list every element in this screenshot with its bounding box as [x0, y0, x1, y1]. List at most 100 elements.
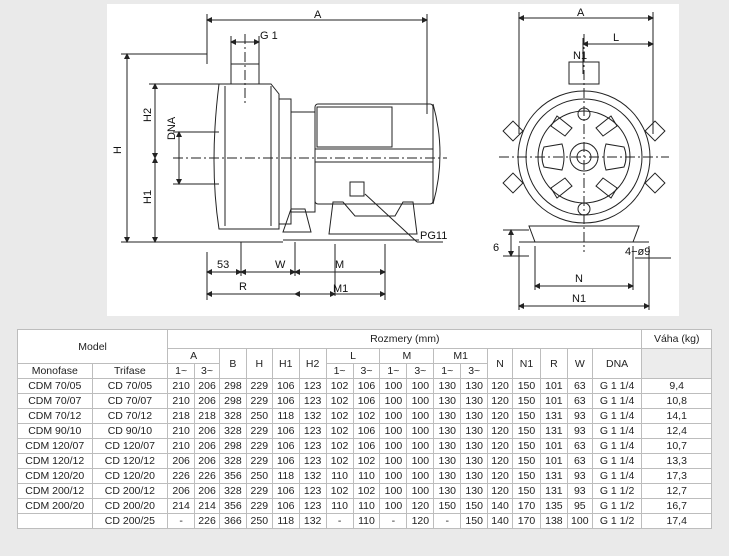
cell-dimension: 106: [352, 423, 381, 439]
cell-dimension: 150: [460, 498, 489, 514]
cell-trifase: CD 70/07: [91, 393, 169, 409]
cell-dimension: 130: [433, 393, 462, 409]
cell-weight: 12,7: [641, 483, 712, 499]
cell-trifase: CD 120/20: [91, 468, 169, 484]
cell-dimension: 150: [511, 453, 541, 469]
cell-monofase: CDM 70/12: [17, 408, 93, 424]
cell-monofase: CDM 200/12: [17, 483, 93, 499]
cell-dimension: 229: [245, 483, 273, 499]
cell-dimension: 130: [460, 378, 489, 394]
cell-dimension: 170: [511, 498, 541, 514]
header-m1-1ph: 1~: [433, 363, 462, 379]
cell-dimension: 106: [352, 438, 381, 454]
header-m: M: [379, 348, 435, 364]
front-label-a: A: [577, 7, 585, 19]
cell-dimension: 131: [539, 468, 568, 484]
cell-dimension: 218: [194, 408, 220, 424]
cell-dimension: 132: [298, 513, 327, 529]
cell-dimension: 100: [379, 498, 408, 514]
header-l-1ph: 1~: [325, 363, 354, 379]
cell-dimension: 214: [167, 498, 196, 514]
front-label-n1: N1: [572, 293, 586, 305]
cell-dimension: 123: [298, 378, 327, 394]
cell-dimension: 93: [566, 408, 593, 424]
front-label-6: 6: [493, 242, 499, 254]
cell-dimension: 101: [539, 438, 568, 454]
cell-dimension: 218: [167, 408, 196, 424]
cell-dimension: 63: [566, 453, 593, 469]
cell-dimension: 100: [379, 378, 408, 394]
cell-dimension: 328: [218, 453, 247, 469]
header-model: Model: [16, 329, 169, 364]
cell-dimension: 130: [460, 423, 489, 439]
cell-monofase: CDM 120/07: [17, 438, 93, 454]
cell-dimension: 130: [460, 468, 489, 484]
cell-dimension: 102: [325, 378, 354, 394]
cell-weight: 10,8: [641, 393, 712, 409]
cell-dimension: 206: [194, 423, 220, 439]
cell-dimension: 229: [245, 453, 273, 469]
cell-dimension: 120: [487, 378, 513, 394]
cell-dimension: 210: [167, 393, 196, 409]
header-a-1ph: 1~: [167, 363, 196, 379]
cell-dimension: 132: [298, 468, 327, 484]
cell-dimension: 95: [566, 498, 593, 514]
dim-label-h2: H2: [142, 108, 154, 122]
cell-dimension: 123: [298, 453, 327, 469]
cell-dimension: 250: [245, 408, 273, 424]
header-n: N: [487, 348, 513, 379]
cell-dimension: 206: [194, 378, 220, 394]
cell-dimension: 118: [271, 468, 300, 484]
cell-dimension: 110: [325, 468, 354, 484]
cell-dimension: 356: [218, 498, 247, 514]
cell-dimension: 120: [487, 453, 513, 469]
cell-dimension: 226: [194, 513, 220, 529]
front-label-n1-top: N1: [573, 50, 587, 62]
cell-dimension: 206: [194, 393, 220, 409]
cell-dimension: 150: [511, 393, 541, 409]
cell-dimension: 130: [433, 483, 462, 499]
front-view: [499, 12, 671, 310]
header-m1-3ph: 3~: [460, 363, 489, 379]
header-l-3ph: 3~: [352, 363, 381, 379]
header-a: A: [167, 348, 220, 364]
cell-dimension: G 1 1/4: [591, 423, 643, 439]
cell-dimension: 120: [406, 498, 435, 514]
cell-dimension: 132: [298, 408, 327, 424]
cell-dimension: -: [379, 513, 408, 529]
cell-dimension: 93: [566, 483, 593, 499]
side-view: [121, 14, 447, 300]
cell-dimension: 102: [325, 423, 354, 439]
cell-dimension: 250: [245, 513, 273, 529]
cell-dimension: 229: [245, 393, 273, 409]
header-weight: Váha (kg): [641, 329, 712, 349]
technical-drawing: A G 1 H H2 DNA H1 PG11 53 W M R M1: [107, 4, 679, 316]
cell-dimension: G 1 1/2: [591, 513, 643, 529]
cell-dimension: 100: [406, 408, 435, 424]
cell-trifase: CD 120/12: [91, 453, 169, 469]
cell-dimension: 123: [298, 393, 327, 409]
cell-dimension: 150: [433, 498, 462, 514]
dim-label-m1: M1: [333, 283, 348, 295]
header-trifase: Trifase: [91, 363, 169, 379]
header-m-1ph: 1~: [379, 363, 408, 379]
cell-dimension: 130: [433, 468, 462, 484]
cell-dimension: 210: [167, 378, 196, 394]
cell-dimension: 206: [194, 438, 220, 454]
cell-dimension: 100: [379, 393, 408, 409]
cell-dimension: 229: [245, 378, 273, 394]
cell-dimension: 226: [194, 468, 220, 484]
cell-dimension: 118: [271, 408, 300, 424]
cell-dimension: 226: [167, 468, 196, 484]
cell-dimension: -: [433, 513, 462, 529]
cell-monofase: CDM 200/20: [17, 498, 93, 514]
cell-dimension: 106: [271, 483, 300, 499]
cell-dimension: 100: [379, 423, 408, 439]
cell-trifase: CD 70/05: [91, 378, 169, 394]
cell-dimension: 120: [487, 438, 513, 454]
dim-label-h1: H1: [142, 190, 154, 204]
header-n1: N1: [511, 348, 541, 379]
cell-dimension: 106: [352, 393, 381, 409]
